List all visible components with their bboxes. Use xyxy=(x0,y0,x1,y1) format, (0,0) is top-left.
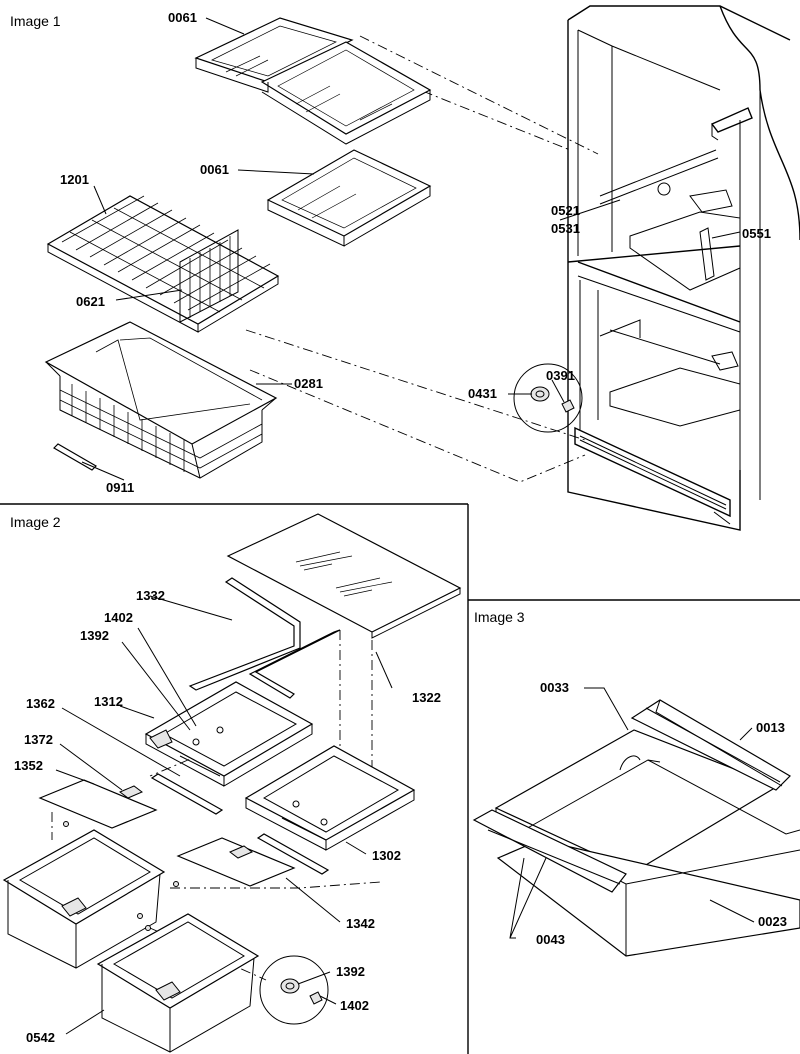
label-0542: 0542 xyxy=(26,1030,55,1045)
label-1392-lower: 1392 xyxy=(336,964,365,979)
label-0391: 0391 xyxy=(546,368,575,383)
refrigerator-cabinet xyxy=(567,5,800,531)
label-0061-single: 0061 xyxy=(200,162,229,177)
label-0043: 0043 xyxy=(536,932,565,947)
panel-title-image-3: Image 3 xyxy=(474,609,525,625)
wire-shelf-1201 xyxy=(46,195,280,333)
label-1362: 1362 xyxy=(26,696,55,711)
leader-lines-image-1 xyxy=(81,17,741,481)
leader-lines-image-3 xyxy=(509,687,755,939)
panel-dividers xyxy=(0,503,800,1054)
label-0621: 0621 xyxy=(76,294,105,309)
label-0531: 0531 xyxy=(551,221,580,236)
basket-handle-0911 xyxy=(53,443,97,471)
slide-rail-1342 xyxy=(256,833,330,875)
label-1402-upper: 1402 xyxy=(104,610,133,625)
part-labels: 0061 0061 1201 0621 0281 0911 0521 0531 … xyxy=(14,10,787,1045)
label-1201: 1201 xyxy=(60,172,89,187)
label-0023: 0023 xyxy=(758,914,787,929)
label-1302: 1302 xyxy=(372,848,401,863)
label-0911: 0911 xyxy=(106,480,134,495)
label-1342: 1342 xyxy=(346,916,375,931)
image-3-drawing xyxy=(472,687,800,957)
glass-shelf-0061-single xyxy=(266,149,432,247)
frame-rail-1332 xyxy=(188,577,341,699)
label-1332: 1332 xyxy=(136,588,165,603)
label-0281: 0281 xyxy=(294,376,323,391)
label-1402-lower: 1402 xyxy=(340,998,369,1013)
crisper-drawer-0542 xyxy=(96,913,260,1053)
label-1312: 1312 xyxy=(94,694,123,709)
panel-title-image-2: Image 2 xyxy=(10,514,61,530)
label-1352: 1352 xyxy=(14,758,43,773)
label-0013: 0013 xyxy=(756,720,785,735)
label-0521: 0521 xyxy=(551,203,580,218)
detail-circle-image-2 xyxy=(259,955,329,1025)
screws-image-2 xyxy=(63,821,179,931)
crisper-cover-1302 xyxy=(244,745,416,851)
glass-shelf-0061-upper xyxy=(194,17,432,145)
label-1372: 1372 xyxy=(24,732,53,747)
glass-cover-1322 xyxy=(226,513,462,639)
humidity-slide-1352 xyxy=(38,779,296,887)
label-0061-upper: 0061 xyxy=(168,10,197,25)
label-0033: 0033 xyxy=(540,680,569,695)
label-1322: 1322 xyxy=(412,690,441,705)
detail-circle-cam xyxy=(513,363,583,433)
leader-lines-image-2 xyxy=(55,595,393,1035)
wire-basket-0281 xyxy=(44,321,278,479)
panel-title-image-1: Image 1 xyxy=(10,13,61,29)
image-1-drawing xyxy=(44,5,800,531)
glass-shelf-assembly-image-3 xyxy=(472,699,800,957)
dashline-shelf-upper xyxy=(359,35,599,155)
crisper-cover-1312 xyxy=(144,681,314,787)
label-0551: 0551 xyxy=(742,226,771,241)
label-1392-upper: 1392 xyxy=(80,628,109,643)
image-2-drawing xyxy=(2,513,462,1053)
crisper-drawer-upper xyxy=(2,829,166,969)
label-0431: 0431 xyxy=(468,386,497,401)
slide-rail-1362 xyxy=(150,773,224,815)
